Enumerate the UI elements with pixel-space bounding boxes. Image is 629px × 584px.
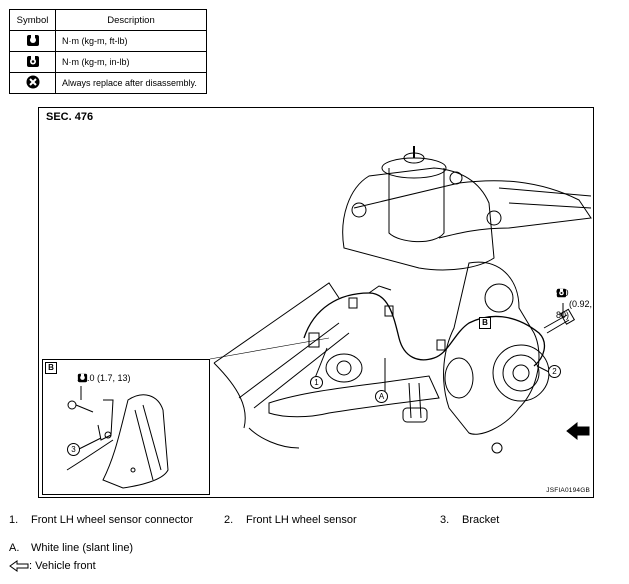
- inset-torque-spec: 17.0 (1.7, 13): [77, 373, 131, 384]
- inset-b: B 17.0 (1.7, 13) 3: [42, 359, 210, 495]
- inset-callout-3: 3: [67, 443, 80, 456]
- torque-wrench-icon: [77, 373, 88, 383]
- figure-code: JSFIA0194GB: [546, 487, 590, 494]
- symbol-description: N·m (kg-m, ft-lb): [55, 30, 207, 52]
- vehicle-front-arrow-icon: [9, 560, 29, 573]
- legend-item-1: 1.Front LH wheel sensor connector: [9, 514, 194, 526]
- bracket-illustration: [66, 386, 169, 489]
- legend-item-2: 2.Front LH wheel sensor: [224, 514, 357, 526]
- legend-vehicle-front: : Vehicle front: [9, 560, 96, 573]
- symbol-description: N·m (kg-m, in-lb): [55, 51, 207, 73]
- torque-wrench-icon: [26, 34, 39, 46]
- section-label: SEC. 476: [46, 111, 94, 123]
- symbol-table-header: Symbol Description: [9, 9, 207, 31]
- torque-wrench-small-icon: [26, 55, 39, 67]
- symbol-row: N·m (kg-m, in-lb): [9, 51, 207, 73]
- callout-1: 1: [310, 376, 323, 389]
- inset-torque-value: 17.0 (1.7, 13): [77, 373, 131, 383]
- header-symbol: Symbol: [9, 9, 56, 31]
- torque-main-sub: (0.92, 80): [556, 299, 593, 320]
- inset-label: B: [45, 362, 57, 374]
- replace-x-icon: [26, 75, 39, 89]
- legend-item-3: 3.Bracket: [440, 514, 500, 526]
- torque-wrench-small-icon: [556, 288, 567, 298]
- symbol-row: Always replace after disassembly.: [9, 72, 207, 94]
- torque-spec-main: 9.0 (0.92, 80): [556, 288, 593, 321]
- symbol-table: Symbol Description N·m (kg-m, ft-lb) N·m…: [9, 9, 207, 94]
- symbol-row: N·m (kg-m, ft-lb): [9, 30, 207, 52]
- figure-frame: SEC. 476 1 2 A B 9.0 (0.92, 80) B 17.0 (…: [38, 107, 594, 498]
- callout-b: B: [479, 317, 491, 329]
- legend-note-a: A.White line (slant line): [9, 542, 134, 554]
- callout-2: 2: [548, 365, 561, 378]
- suspension-illustration: [209, 146, 592, 454]
- symbol-description: Always replace after disassembly.: [55, 72, 207, 94]
- callout-a: A: [375, 390, 388, 403]
- header-description: Description: [55, 9, 207, 31]
